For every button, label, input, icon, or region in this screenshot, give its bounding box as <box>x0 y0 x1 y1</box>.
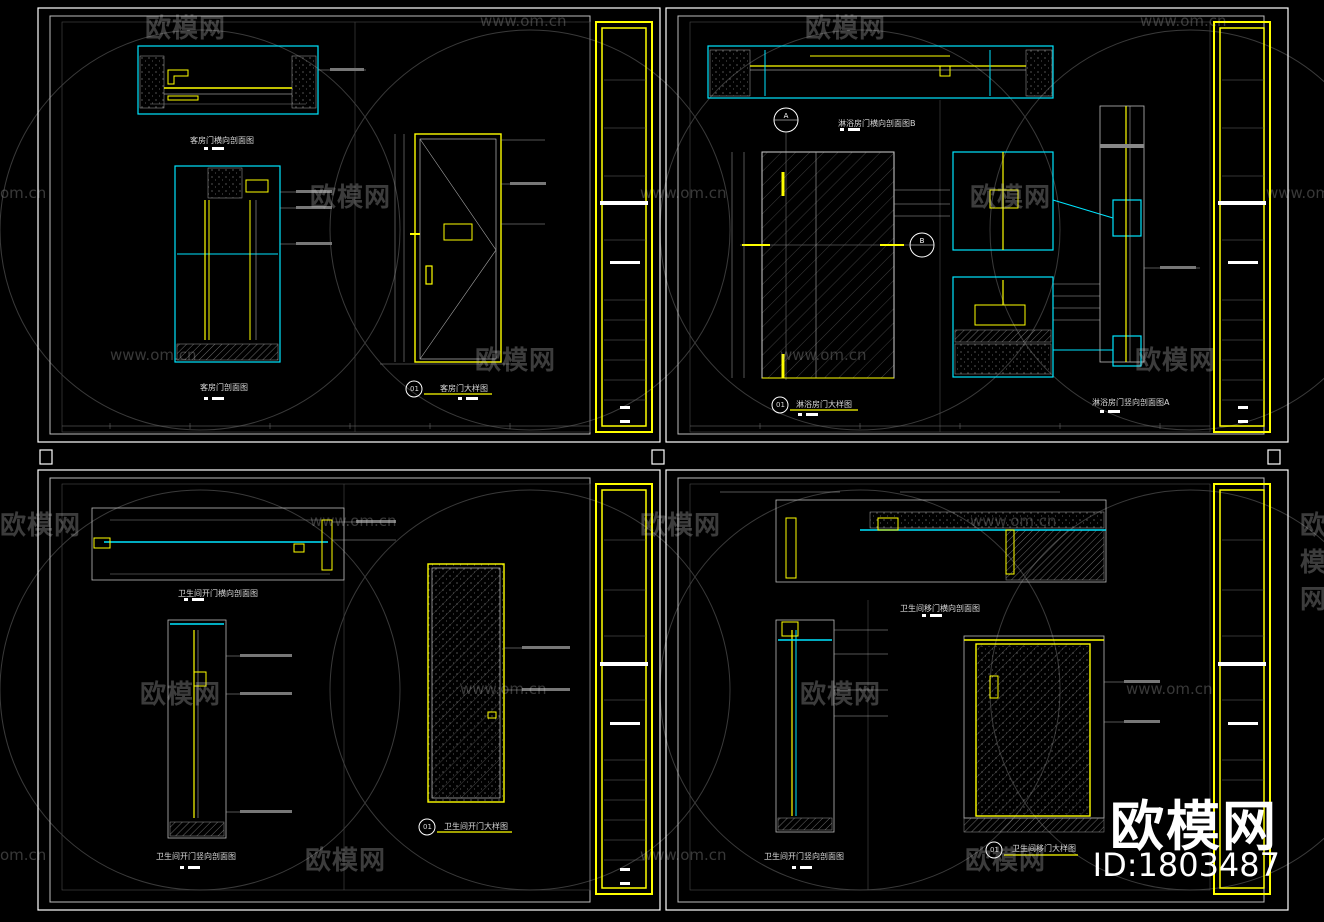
caption-bath-door-vertical: 卫生间开门竖向剖面图 <box>156 852 236 861</box>
detail-markers <box>405 380 1003 859</box>
caption-bath-door-detail: 卫生间开门大样图 <box>444 822 508 831</box>
panel-bottom-right <box>677 477 1271 903</box>
detail-num-top-left: 01 <box>410 385 419 393</box>
marker-a-label: A <box>784 112 789 120</box>
caption-shower-door-horizontal: 淋浴房门横向剖面图B <box>838 119 916 128</box>
detail-num-bottom-left: 01 <box>423 823 432 831</box>
detail-num-top-right: 01 <box>776 401 785 409</box>
detail-title-underlines <box>424 393 1078 856</box>
caption-room-door-detail: 客房门大样图 <box>440 384 488 393</box>
caption-shower-door-detail: 淋浴房门大样图 <box>796 400 852 409</box>
panel-bottom-left <box>49 477 653 903</box>
brand-id: ID:1803487 <box>1092 846 1280 884</box>
brand-name: 欧模网 <box>1110 795 1278 858</box>
panel-top-right: A B <box>677 15 1271 435</box>
panel-top-left <box>49 15 653 435</box>
caption-sliding-door-detail: 卫生间移门大样图 <box>1012 844 1076 853</box>
caption-bath-door-horizontal: 卫生间开门横向剖面图 <box>178 589 258 598</box>
marker-b-label: B <box>920 237 925 245</box>
scale-bars <box>180 128 1120 869</box>
detail-num-bottom-right: 01 <box>990 846 999 854</box>
caption-sliding-door-vertical: 卫生间开门竖向剖面图 <box>764 852 844 861</box>
caption-sliding-door-horizontal: 卫生间移门横向剖面图 <box>900 604 980 613</box>
caption-room-door-horizontal: 客房门横向剖面图 <box>190 136 254 145</box>
caption-shower-door-vertical: 淋浴房门竖向剖面图A <box>1092 398 1170 407</box>
caption-room-door-section: 客房门剖面图 <box>200 383 248 392</box>
sheet-borders <box>37 7 1289 911</box>
